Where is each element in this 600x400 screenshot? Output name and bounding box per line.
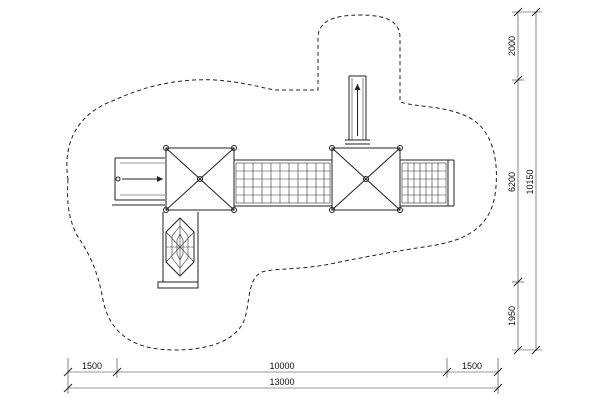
dim-label-1500-right: 1500 xyxy=(462,361,482,371)
right-climbing-net xyxy=(399,159,455,207)
bottom-dimensions: 1500 10000 1500 13000 xyxy=(63,358,503,394)
net-bridge xyxy=(233,159,333,207)
safety-zone-boundary xyxy=(66,14,497,351)
dim-label-1500-left: 1500 xyxy=(82,361,102,371)
top-slide xyxy=(345,75,370,145)
right-dimensions: 2000 6200 1950 10150 xyxy=(507,7,542,355)
spider-web-climber xyxy=(157,212,199,289)
left-tower xyxy=(163,145,237,213)
dim-label-10150: 10150 xyxy=(525,169,535,194)
left-slide xyxy=(112,157,165,206)
right-tower xyxy=(329,145,403,213)
dim-label-1950: 1950 xyxy=(507,306,517,326)
dim-label-10000: 10000 xyxy=(269,361,294,371)
dim-label-2000: 2000 xyxy=(507,36,517,56)
arrow-right-icon xyxy=(157,176,163,182)
arrow-up-icon xyxy=(354,84,361,90)
dim-label-13000: 13000 xyxy=(269,377,294,387)
dim-label-6200: 6200 xyxy=(507,172,517,192)
